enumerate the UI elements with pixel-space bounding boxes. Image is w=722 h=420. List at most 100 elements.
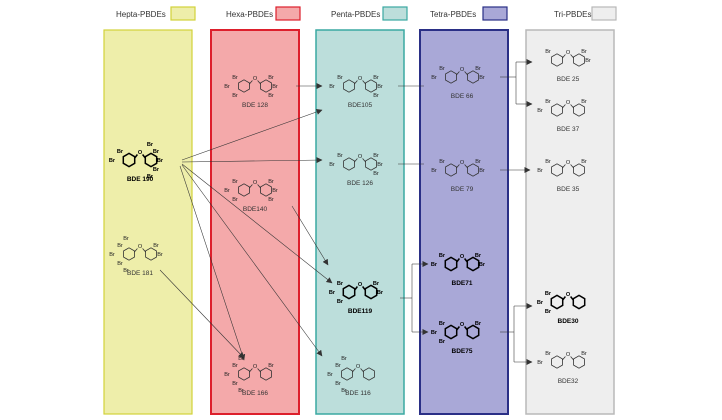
bromine-atom: Br [475, 159, 481, 165]
benzene-ring [573, 53, 585, 67]
ether-bond [354, 286, 358, 291]
ether-bond [249, 80, 253, 85]
benzene-ring [572, 294, 586, 310]
ether-bond [134, 154, 138, 159]
bromine-atom: Br [117, 149, 124, 155]
ether-bond [456, 164, 460, 169]
bromine-atom: Br [157, 252, 163, 258]
ether-bond [456, 258, 460, 263]
ether-bond [570, 54, 574, 59]
legend-swatch-tri [591, 6, 617, 21]
legend-label-tetra: Tetra-PBDEs [430, 10, 476, 19]
bromine-atom: Br [373, 281, 380, 287]
bromine-atom: Br [123, 236, 129, 242]
benzene-ring [260, 367, 272, 381]
ether-bond [249, 368, 253, 373]
ether-bond [354, 158, 358, 163]
oxygen-atom: O [358, 282, 363, 288]
bromine-atom: Br [268, 197, 274, 203]
oxygen-atom: O [566, 352, 571, 358]
oxygen-atom: O [138, 244, 143, 250]
bromine-atom: Br [232, 179, 238, 185]
bromine-atom: Br [272, 188, 278, 194]
bromine-atom: Br [439, 321, 446, 327]
bromine-atom: Br [479, 75, 485, 81]
ether-bond [464, 71, 468, 76]
ether-bond [142, 248, 146, 253]
bromine-atom: Br [431, 75, 437, 81]
bromine-atom: Br [545, 309, 552, 315]
bromine-atom: Br [337, 153, 343, 159]
compound-label: BDE 37 [557, 126, 580, 133]
column-tri [525, 29, 615, 415]
bromine-atom: Br [157, 158, 164, 164]
legend-item-hepta: Hepta-PBDEs [116, 6, 196, 21]
benzene-ring [551, 355, 563, 369]
benzene-ring [342, 284, 356, 300]
ether-bond [456, 326, 460, 331]
arrow-bde140-bde119 [291, 205, 329, 266]
bromine-atom: Br [238, 356, 244, 362]
bromine-atom: Br [537, 360, 543, 366]
legend-swatch-tetra [482, 6, 508, 21]
bromine-atom: Br [479, 262, 486, 268]
legend-label-tri: Tri-PBDEs [554, 10, 591, 19]
bromine-atom: Br [475, 66, 481, 72]
ether-bond [456, 71, 460, 76]
ether-bond [570, 104, 574, 109]
oxygen-atom: O [460, 254, 465, 260]
ether-bond [134, 248, 138, 253]
ether-bond [360, 368, 364, 373]
oxygen-atom: O [460, 322, 465, 328]
legend-item-tri: Tri-PBDEs [554, 6, 617, 21]
ether-bond [570, 164, 574, 169]
compound-label: BDE 190 [127, 176, 154, 183]
bromine-atom: Br [268, 363, 274, 369]
bromine-atom: Br [153, 243, 159, 249]
bromine-atom: Br [153, 149, 160, 155]
bromine-atom: Br [268, 93, 274, 99]
ether-bond [464, 164, 468, 169]
bromine-atom: Br [377, 290, 384, 296]
arrow-bde190-bde116 [181, 164, 323, 357]
bromine-atom: Br [377, 84, 383, 90]
bromine-atom: Br [335, 381, 341, 387]
ether-bond [570, 296, 574, 301]
bromine-atom: Br [545, 351, 551, 357]
bromine-atom: Br [545, 49, 551, 55]
bromine-atom: Br [272, 84, 278, 90]
arrow-bde190-bde126 [181, 157, 323, 164]
bromine-atom: Br [329, 162, 335, 168]
benzene-ring [343, 157, 355, 171]
compound-label: BDE 126 [347, 180, 373, 187]
bromine-atom: Br [238, 388, 244, 394]
oxygen-atom: O [138, 150, 143, 156]
benzene-ring [260, 79, 272, 93]
bromine-atom: Br [431, 262, 438, 268]
oxygen-atom: O [460, 160, 465, 166]
benzene-ring [551, 163, 563, 177]
bromine-atom: Br [232, 75, 238, 81]
compound-label: BDE119 [348, 308, 373, 315]
oxygen-atom: O [358, 154, 363, 160]
legend-swatch-penta [382, 6, 408, 21]
benzene-ring [365, 79, 377, 93]
ether-bond [257, 80, 261, 85]
ether-bond [570, 356, 574, 361]
benzene-ring [444, 324, 458, 340]
benzene-ring [466, 256, 480, 272]
bromine-atom: Br [475, 253, 482, 259]
bromine-atom: Br [581, 49, 587, 55]
bromine-atom: Br [537, 300, 544, 306]
